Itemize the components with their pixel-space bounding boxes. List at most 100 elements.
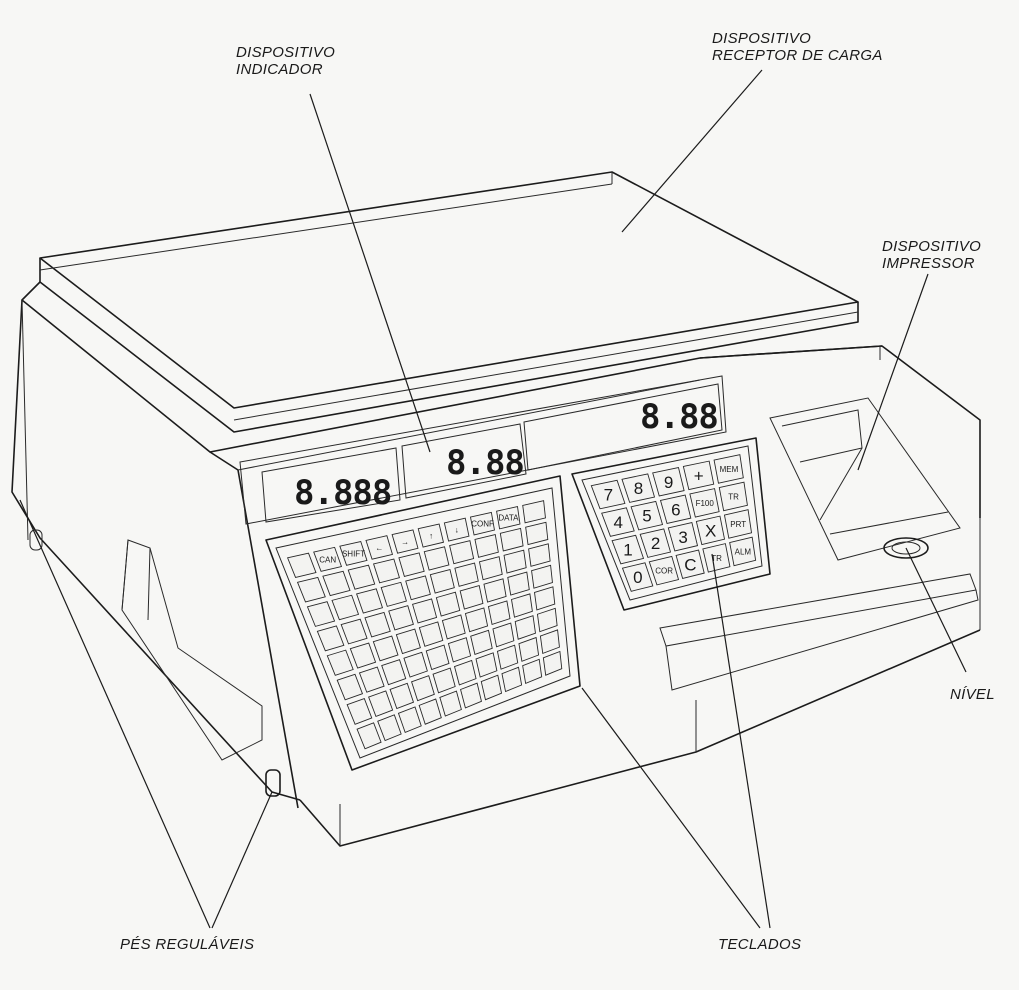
- alpha-key[interactable]: [417, 523, 445, 548]
- alpha-key[interactable]: [388, 605, 414, 631]
- alpha-key[interactable]: [425, 644, 450, 671]
- alpha-key[interactable]: [514, 615, 536, 640]
- numeric-key[interactable]: [590, 479, 626, 510]
- alpha-key[interactable]: [459, 584, 484, 610]
- alpha-key[interactable]: [412, 598, 438, 624]
- alpha-key[interactable]: [411, 675, 435, 702]
- alpha-key[interactable]: [306, 601, 336, 627]
- alpha-key[interactable]: [453, 659, 477, 686]
- alpha-key[interactable]: [539, 629, 560, 655]
- numeric-key[interactable]: [718, 481, 748, 512]
- alpha-key[interactable]: [531, 564, 553, 589]
- alpha-key[interactable]: [501, 666, 523, 693]
- alpha-key[interactable]: [340, 618, 368, 645]
- alpha-key[interactable]: [373, 558, 401, 584]
- alpha-key[interactable]: [496, 506, 521, 530]
- alpha-key[interactable]: [389, 682, 415, 710]
- alpha-key[interactable]: [469, 511, 495, 536]
- alpha-key[interactable]: [423, 546, 450, 571]
- alpha-key[interactable]: [326, 649, 354, 676]
- alpha-key[interactable]: [441, 614, 466, 640]
- numeric-key[interactable]: [695, 515, 726, 546]
- alpha-key[interactable]: [391, 529, 419, 554]
- alpha-key[interactable]: [418, 698, 442, 725]
- alpha-key[interactable]: [499, 527, 524, 552]
- alpha-key[interactable]: [349, 642, 377, 669]
- alpha-key[interactable]: [296, 576, 326, 603]
- alpha-key[interactable]: [346, 698, 373, 725]
- numeric-key[interactable]: [713, 454, 744, 484]
- numeric-key[interactable]: [630, 500, 664, 531]
- alpha-key[interactable]: [503, 549, 527, 574]
- alpha-key[interactable]: [483, 578, 507, 603]
- alpha-key[interactable]: [286, 552, 317, 578]
- numeric-key[interactable]: [621, 473, 656, 503]
- numeric-key[interactable]: [667, 521, 699, 552]
- alpha-key[interactable]: [336, 673, 364, 701]
- numeric-key[interactable]: [729, 536, 757, 567]
- alpha-key[interactable]: [339, 541, 368, 566]
- alpha-key[interactable]: [470, 629, 493, 655]
- alpha-key[interactable]: [435, 591, 461, 617]
- alpha-key[interactable]: [454, 562, 479, 587]
- alpha-key[interactable]: [542, 650, 563, 676]
- numeric-key[interactable]: [621, 562, 654, 592]
- numeric-key[interactable]: [659, 494, 692, 525]
- alpha-key[interactable]: [464, 607, 489, 633]
- alpha-key[interactable]: [368, 690, 394, 717]
- alpha-key[interactable]: [480, 674, 503, 701]
- alpha-key[interactable]: [536, 607, 558, 633]
- numeric-key[interactable]: [675, 549, 705, 580]
- alpha-key[interactable]: [397, 706, 422, 733]
- alpha-key[interactable]: [525, 521, 549, 546]
- numeric-key[interactable]: [689, 488, 720, 518]
- alpha-key[interactable]: [405, 575, 431, 601]
- alpha-key[interactable]: [365, 535, 394, 560]
- alpha-key[interactable]: [534, 586, 556, 611]
- alpha-key[interactable]: [316, 625, 345, 652]
- alpha-key[interactable]: [398, 552, 425, 577]
- alpha-key[interactable]: [380, 581, 407, 607]
- numeric-key[interactable]: [682, 460, 715, 491]
- alpha-key[interactable]: [496, 644, 519, 670]
- alpha-key[interactable]: [395, 628, 421, 655]
- alpha-key[interactable]: [439, 690, 462, 717]
- alpha-key[interactable]: [528, 543, 551, 567]
- numeric-key[interactable]: [702, 543, 731, 573]
- alpha-key[interactable]: [356, 722, 382, 750]
- alpha-key[interactable]: [507, 571, 530, 596]
- alpha-key[interactable]: [418, 621, 444, 647]
- alpha-key[interactable]: [313, 546, 343, 572]
- alpha-key[interactable]: [429, 568, 455, 594]
- alpha-key[interactable]: [447, 637, 472, 663]
- numeric-key[interactable]: [639, 528, 672, 558]
- alpha-key[interactable]: [381, 659, 407, 686]
- alpha-key[interactable]: [358, 666, 385, 693]
- numeric-key[interactable]: [723, 509, 753, 539]
- alpha-key[interactable]: [460, 682, 482, 709]
- alpha-key[interactable]: [474, 533, 499, 558]
- alpha-key[interactable]: [364, 611, 391, 638]
- alpha-key[interactable]: [510, 593, 533, 618]
- alpha-key[interactable]: [331, 594, 360, 621]
- numeric-key[interactable]: [601, 507, 635, 537]
- alpha-key[interactable]: [322, 570, 351, 597]
- alpha-key[interactable]: [443, 517, 470, 542]
- alpha-key[interactable]: [347, 564, 376, 590]
- numeric-key[interactable]: [648, 555, 680, 586]
- alpha-key[interactable]: [522, 658, 543, 685]
- alpha-key[interactable]: [449, 540, 475, 565]
- alpha-key[interactable]: [377, 714, 402, 742]
- alpha-key[interactable]: [518, 636, 540, 662]
- alpha-key[interactable]: [403, 651, 428, 678]
- alpha-key[interactable]: [356, 588, 384, 614]
- alpha-key[interactable]: [475, 652, 498, 678]
- alpha-key[interactable]: [478, 556, 503, 581]
- numeric-key[interactable]: [652, 466, 685, 497]
- alpha-key[interactable]: [487, 600, 511, 626]
- numeric-key[interactable]: [611, 534, 645, 565]
- alpha-key[interactable]: [372, 635, 399, 662]
- alpha-key[interactable]: [522, 500, 546, 524]
- alpha-key[interactable]: [492, 622, 515, 648]
- alpha-key[interactable]: [432, 667, 456, 694]
